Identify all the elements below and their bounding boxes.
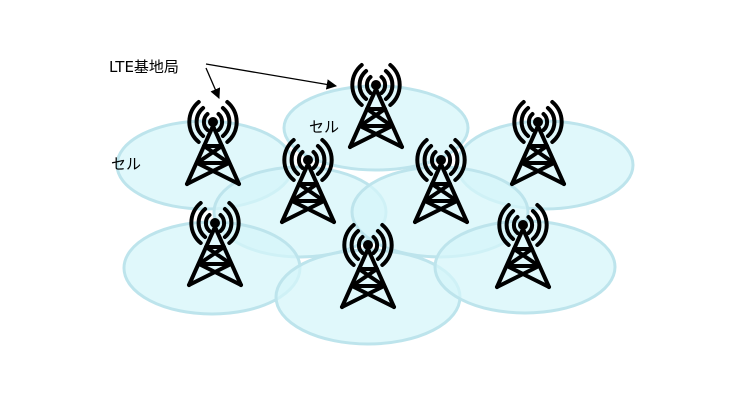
lte-tower-icon <box>510 100 566 186</box>
base-station-label: LTE基地局 <box>109 58 179 76</box>
lte-tower-icon <box>185 100 241 186</box>
arrow-to-tower-2 <box>205 63 338 90</box>
lte-tower-icon <box>413 138 469 224</box>
lte-tower-icon <box>495 203 551 289</box>
cell-label-2: セル <box>309 118 339 136</box>
cells-layer <box>115 84 635 346</box>
lte-tower-icon <box>340 223 396 309</box>
towers-layer <box>185 63 566 309</box>
lte-tower-icon <box>348 63 404 149</box>
lte-tower-icon <box>280 138 336 224</box>
cell-label-1: セル <box>111 155 141 173</box>
lte-tower-icon <box>187 201 243 287</box>
arrow-to-tower-1 <box>205 67 221 99</box>
cell-7 <box>274 248 462 346</box>
